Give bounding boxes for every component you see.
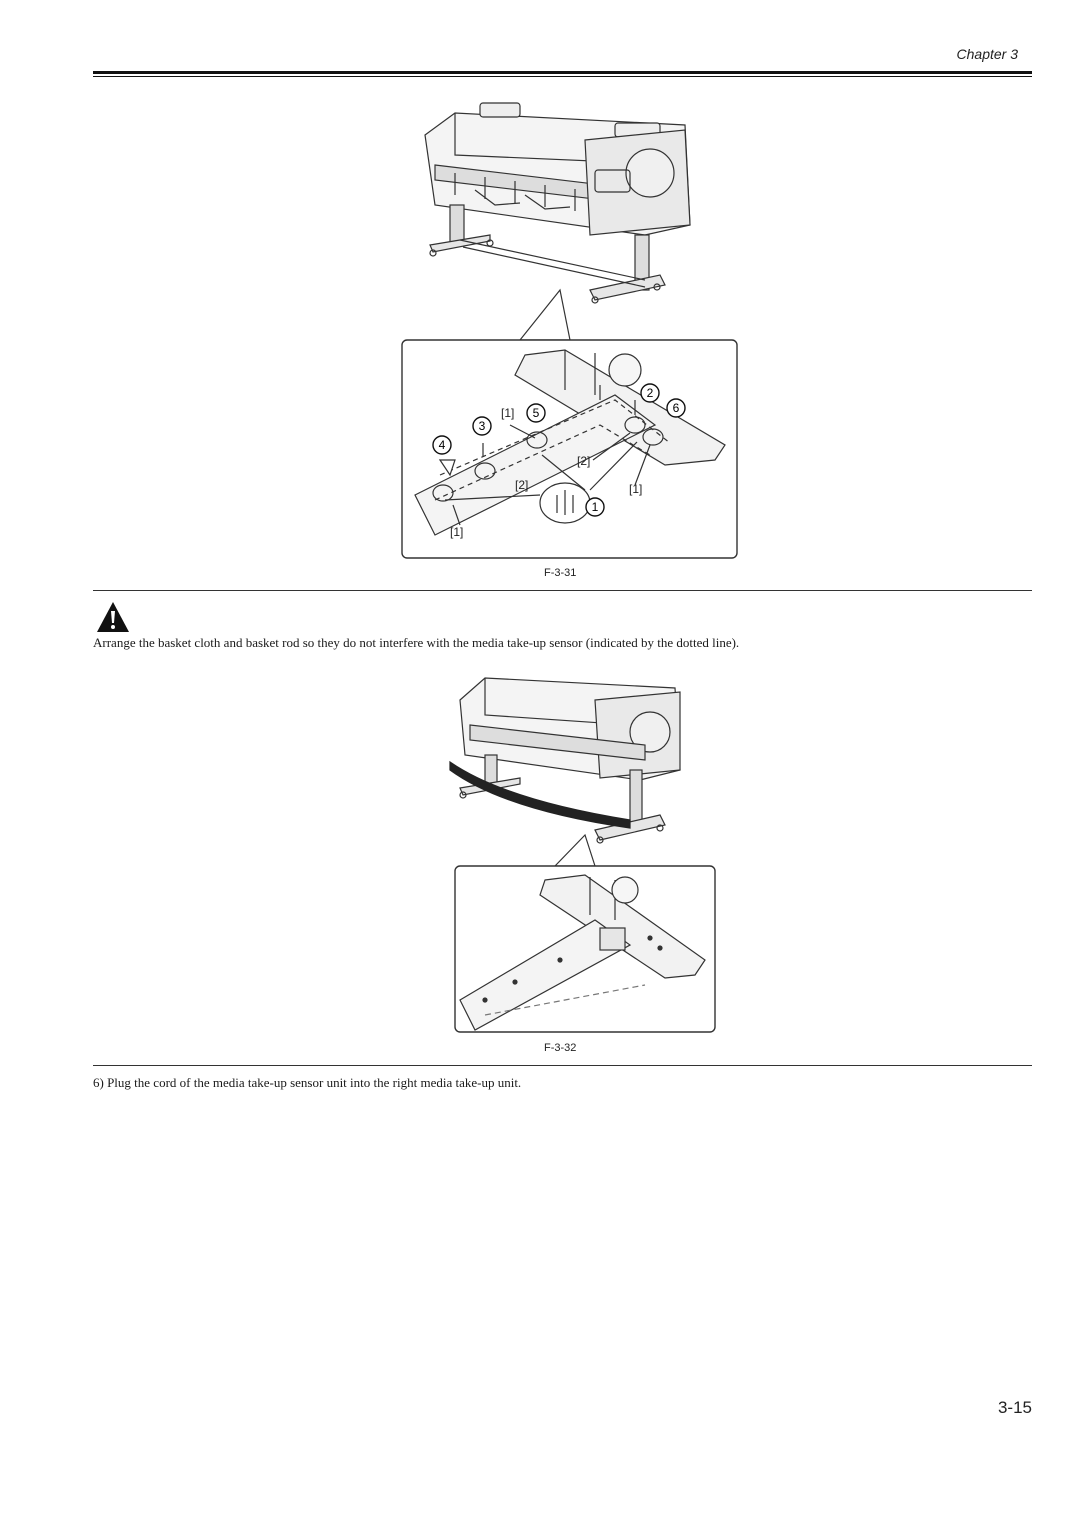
section-divider-2 — [93, 1065, 1032, 1066]
header-rule-thin — [93, 76, 1032, 77]
callout-step-1: 1 — [585, 497, 605, 517]
callout-step-5: 5 — [526, 403, 546, 423]
svg-text:1: 1 — [592, 500, 599, 514]
ref-label-1a: [1] — [501, 406, 514, 420]
callout-step-4: 4 — [432, 435, 452, 455]
figure-printer-overview-2 — [445, 670, 725, 1040]
callout-step-2: 2 — [640, 383, 660, 403]
callout-step-6: 6 — [666, 398, 686, 418]
svg-text:6: 6 — [673, 401, 680, 415]
section-divider-1 — [93, 590, 1032, 591]
printer-illustration-1: 1 2 3 4 5 6 [1] — [401, 102, 738, 559]
figure-label-1: F-3-31 — [544, 567, 577, 579]
svg-text:3: 3 — [479, 419, 486, 433]
svg-text:5: 5 — [533, 406, 540, 420]
figure-label-2: F-3-32 — [544, 1042, 577, 1054]
callout-step-3: 3 — [472, 416, 492, 436]
ref-label-2a: [2] — [577, 454, 590, 468]
ref-label-1b: [1] — [629, 482, 642, 496]
svg-text:2: 2 — [647, 386, 654, 400]
figure-printer-overview-1: 1 2 3 4 5 6 [1] — [395, 95, 745, 565]
ref-label-1c: [1] — [450, 525, 463, 539]
warning-triangle-icon — [96, 601, 130, 633]
ref-label-2b: [2] — [515, 478, 528, 492]
page-number: 3-15 — [997, 1398, 1032, 1417]
printer-illustration-2 — [449, 677, 716, 1033]
header-rule — [93, 71, 1032, 74]
svg-text:4: 4 — [439, 438, 446, 452]
chapter-label: Chapter 3 — [956, 46, 1018, 62]
step-6-text: 6) Plug the cord of the media take-up se… — [93, 1075, 522, 1090]
caution-text: Arrange the basket cloth and basket rod … — [93, 635, 740, 650]
